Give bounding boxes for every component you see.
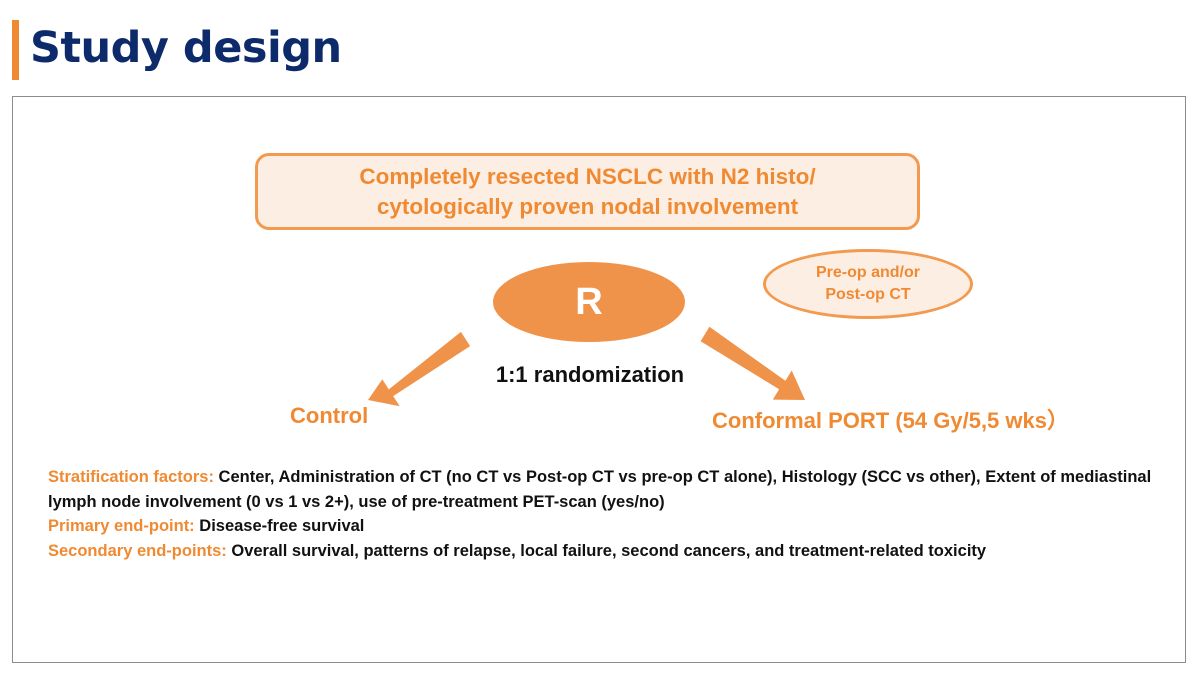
secondary-endpoint-text: Overall survival, patterns of relapse, l… (226, 541, 987, 560)
population-box: Completely resected NSCLC with N2 histo/… (255, 153, 920, 230)
study-details: Stratification factors: Center, Administ… (48, 465, 1168, 563)
ct-note-oval: Pre-op and/or Post-op CT (763, 249, 973, 319)
content-frame (12, 96, 1186, 663)
population-text: Completely resected NSCLC with N2 histo/… (359, 163, 816, 219)
primary-endpoint-text: Disease-free survival (194, 517, 365, 535)
secondary-endpoint-label: Secondary end-points: (48, 541, 227, 560)
arm-port-label: Conformal PORT (54 Gy/5,5 wks） (712, 408, 1069, 433)
primary-endpoint-line: Primary end-point: Disease-free survival (48, 514, 1168, 539)
stratification-line: Stratification factors: Center, Administ… (48, 465, 1168, 514)
primary-endpoint-label: Primary end-point: (48, 517, 195, 535)
randomization-node: R (493, 262, 685, 342)
stratification-text: Center, Administration of CT (no CT vs P… (48, 468, 1152, 511)
stratification-label: Stratification factors: (48, 468, 214, 486)
randomization-ratio: 1:1 randomization (495, 362, 685, 387)
randomization-node-label: R (575, 280, 603, 323)
secondary-endpoint-line: Secondary end-points: Overall survival, … (48, 539, 1168, 564)
title-accent-bar (12, 20, 19, 80)
page-title: Study design (30, 23, 342, 73)
arm-control-label: Control (290, 403, 369, 428)
ct-note-text: Pre-op and/or Post-op CT (815, 264, 920, 303)
